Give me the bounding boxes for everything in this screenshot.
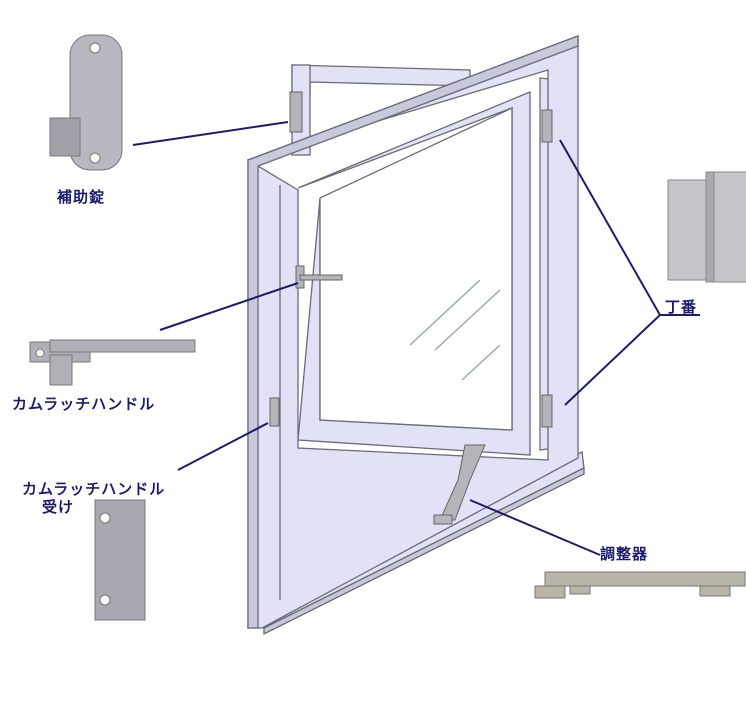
adjuster-part (534, 571, 746, 599)
cam-latch-receiver-part (94, 499, 146, 621)
label-cam-latch-handle: カムラッチハンドル (12, 395, 156, 413)
cam-latch-handle-part (29, 339, 196, 386)
glass-pane (319, 106, 513, 431)
leader-lines (132, 121, 700, 556)
glass-reflection (409, 279, 501, 381)
hinge-top-mounted (541, 109, 553, 143)
label-cam-latch-receiver-line2: 受け (42, 498, 75, 516)
label-auxiliary-lock: 補助錠 (57, 188, 106, 206)
auxiliary-lock-mounted (289, 91, 303, 133)
cam-receiver-mounted (269, 397, 280, 427)
label-cam-latch-receiver-line1: カムラッチハンドル (22, 480, 166, 498)
adjuster-mounted (439, 444, 486, 521)
label-hinge: 丁番 (665, 298, 698, 316)
label-adjuster: 調整器 (600, 545, 649, 563)
auxiliary-lock-part (49, 34, 123, 171)
hinge-part (667, 171, 746, 283)
hinge-bottom-mounted (541, 394, 553, 428)
